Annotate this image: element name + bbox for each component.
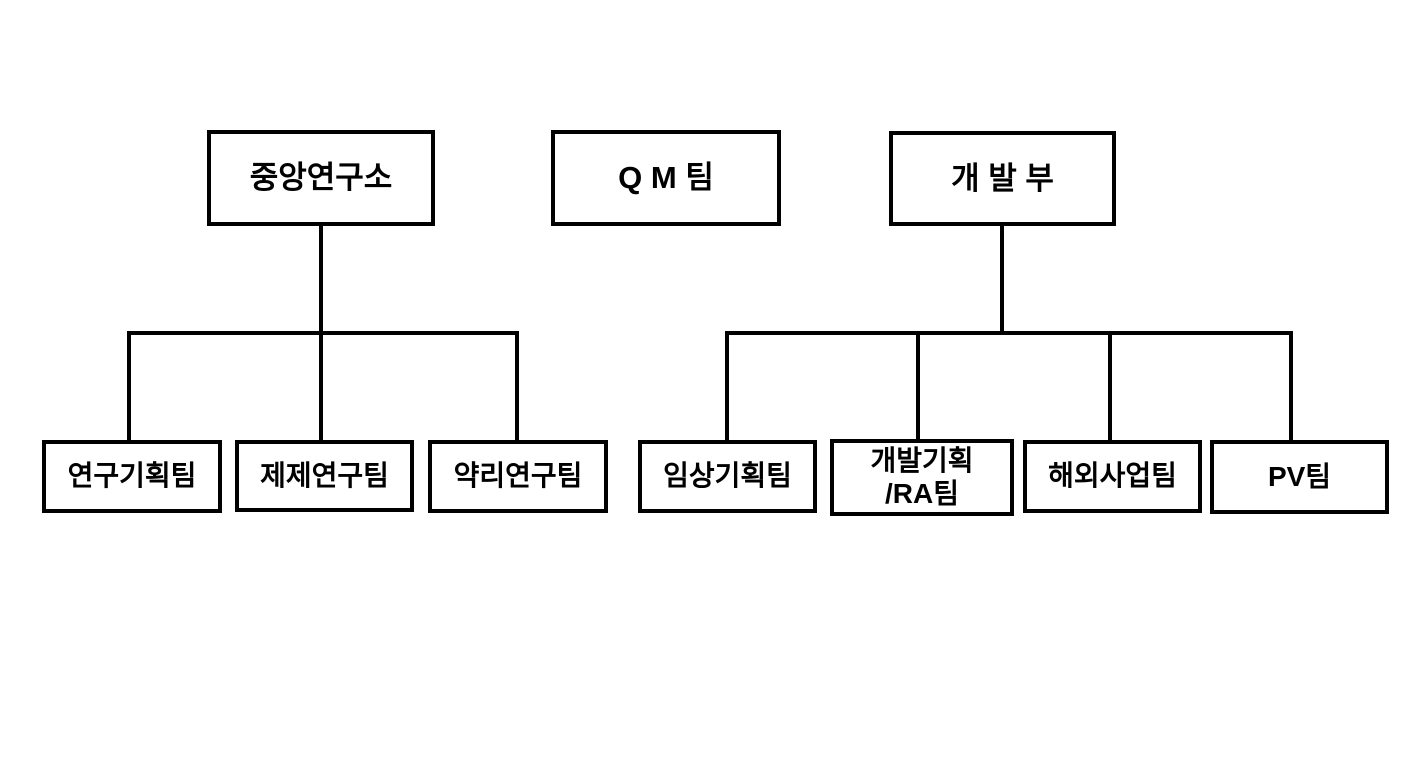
connector-drop-research-planning [127, 333, 131, 440]
connector-drop-overseas-business [1108, 333, 1112, 440]
org-node-clinical-planning-team: 임상기획팀 [638, 440, 817, 513]
org-node-qm-team: Q M 팀 [551, 130, 781, 226]
org-node-dev-planning-ra-team: 개발기획 /RA팀 [830, 439, 1014, 516]
connector-drop-dev-planning-ra [916, 333, 920, 439]
connector-dev-division-bar [725, 331, 1293, 335]
connector-dev-division-stem [1000, 226, 1004, 335]
connector-drop-pharmacology-research [515, 333, 519, 440]
org-node-formulation-research-team: 제제연구팀 [235, 440, 414, 512]
connector-drop-pv-team [1289, 333, 1293, 440]
connector-drop-clinical-planning [725, 333, 729, 440]
org-node-central-research-lab: 중앙연구소 [207, 130, 435, 226]
org-node-overseas-business-team: 해외사업팀 [1023, 440, 1202, 513]
connector-central-lab-bar [127, 331, 519, 335]
org-node-pharmacology-research-team: 약리연구팀 [428, 440, 608, 513]
org-node-pv-team: PV팀 [1210, 440, 1389, 514]
org-node-development-division: 개 발 부 [889, 131, 1116, 226]
org-node-research-planning-team: 연구기획팀 [42, 440, 222, 513]
